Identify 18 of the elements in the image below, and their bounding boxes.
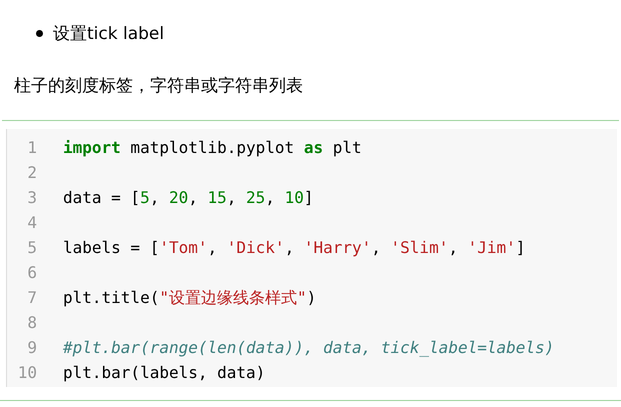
line-number: 8 — [26, 312, 37, 334]
code-line: data = [5, 20, 15, 25, 10] — [63, 187, 314, 209]
code-line: import matplotlib.pyplot as plt — [63, 137, 362, 159]
line-number: 10 — [16, 362, 37, 384]
line-number: 2 — [26, 162, 37, 184]
code-line: #plt.bar(range(len(data)), data, tick_label=labels) — [63, 337, 554, 359]
bullet-text: 设置tick label — [53, 23, 164, 45]
line-number: 9 — [26, 337, 37, 359]
line-number: 4 — [26, 212, 37, 234]
line-number: 1 — [26, 137, 37, 159]
line-number: 7 — [26, 287, 37, 309]
line-number: 6 — [26, 262, 37, 284]
line-number: 3 — [26, 187, 37, 209]
description-text: 柱子的刻度标签，字符串或字符串列表 — [14, 75, 303, 97]
code-line: plt.bar(labels, data) — [63, 362, 266, 384]
code-line: plt.title("设置边缘线条样式") — [63, 287, 316, 309]
code-line: labels = ['Tom', 'Dick', 'Harry', 'Slim', 'Jim'] — [63, 237, 526, 259]
line-number: 5 — [26, 237, 37, 259]
